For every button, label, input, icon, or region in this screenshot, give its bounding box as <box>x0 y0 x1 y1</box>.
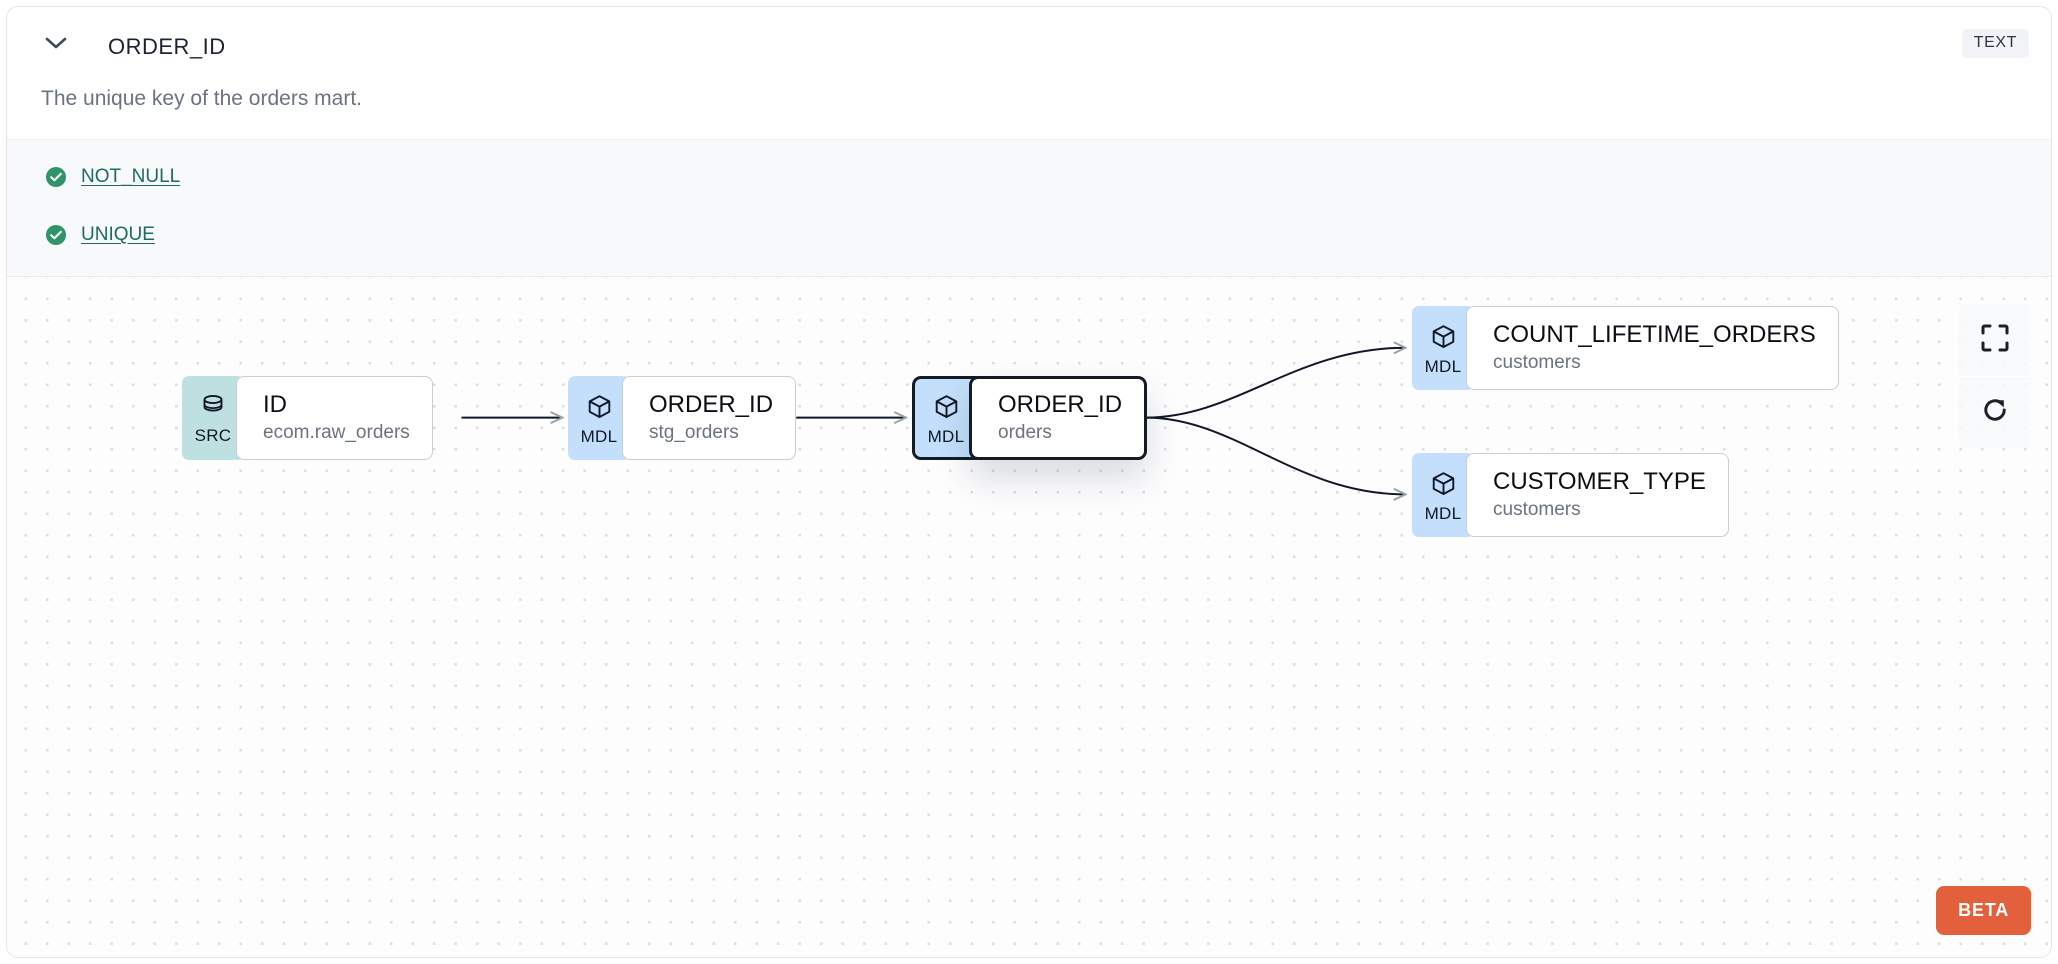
node-badge-mdl: MDL <box>1412 306 1474 390</box>
test-row: NOT_NULL <box>45 164 180 190</box>
panel-header: ORDER_ID TEXT The unique key of the orde… <box>7 7 2051 110</box>
node-name: COUNT_LIFETIME_ORDERS <box>1493 321 1816 349</box>
node-body: ORDER_ID orders <box>969 376 1148 460</box>
edge-orders-count <box>1145 348 1406 419</box>
node-body: ORDER_ID stg_orders <box>622 376 797 460</box>
data-type-badge: TEXT <box>1961 29 2029 58</box>
node-badge-src: SRC <box>182 376 244 460</box>
node-name: ORDER_ID <box>649 391 774 419</box>
node-name: ID <box>263 391 287 419</box>
node-name: CUSTOMER_TYPE <box>1493 468 1706 496</box>
lineage-node-orders[interactable]: MDL ORDER_ID orders <box>912 376 1148 460</box>
node-badge-label: MDL <box>1424 503 1462 523</box>
refresh-icon <box>1980 395 2010 430</box>
node-source: customers <box>1493 498 1581 520</box>
check-circle-icon <box>45 166 67 188</box>
test-row: UNIQUE <box>45 222 155 248</box>
node-badge-label: SRC <box>194 426 232 445</box>
test-link-not-null[interactable]: NOT_NULL <box>81 166 181 187</box>
node-source: stg_orders <box>649 421 739 443</box>
node-badge-label: MDL <box>1424 356 1462 376</box>
column-detail-panel: ORDER_ID TEXT The unique key of the orde… <box>6 6 2052 958</box>
reset-view-button[interactable] <box>1959 376 2031 448</box>
node-badge-mdl: MDL <box>1412 453 1474 537</box>
cube-icon <box>586 394 613 427</box>
node-badge-mdl: MDL <box>912 376 977 460</box>
node-body: COUNT_LIFETIME_ORDERS customers <box>1466 306 1839 390</box>
node-source: ecom.raw_orders <box>263 421 410 443</box>
lineage-node-src[interactable]: SRC ID ecom.raw_orders <box>182 376 433 460</box>
fit-view-button[interactable] <box>1959 304 2031 376</box>
cube-icon <box>1430 324 1457 357</box>
lineage-node-stg-orders[interactable]: MDL ORDER_ID stg_orders <box>568 376 797 460</box>
check-circle-icon <box>45 224 67 246</box>
node-name: ORDER_ID <box>998 391 1123 419</box>
node-body: CUSTOMER_TYPE customers <box>1466 453 1729 537</box>
node-badge-mdl: MDL <box>568 376 630 460</box>
lineage-graph-canvas[interactable]: SRC ID ecom.raw_orders MDL ORDE <box>7 278 2051 957</box>
node-body: ID ecom.raw_orders <box>236 376 433 460</box>
column-description: The unique key of the orders mart. <box>41 87 362 110</box>
node-badge-label: MDL <box>927 426 965 446</box>
page-title: ORDER_ID <box>108 34 226 59</box>
database-icon <box>200 394 226 426</box>
fullscreen-icon <box>1980 323 2010 358</box>
lineage-node-customer-type[interactable]: MDL CUSTOMER_TYPE customers <box>1412 453 1729 537</box>
node-badge-label: MDL <box>580 426 618 446</box>
cube-icon <box>933 394 960 427</box>
node-source: customers <box>1493 351 1581 373</box>
beta-badge[interactable]: BETA <box>1936 886 2031 935</box>
node-source: orders <box>998 421 1052 443</box>
chevron-down-icon[interactable] <box>45 36 67 50</box>
edge-orders-custtype <box>1145 416 1406 495</box>
tests-section: NOT_NULL UNIQUE <box>7 139 2051 277</box>
canvas-controls <box>1959 304 2031 448</box>
cube-icon <box>1430 471 1457 504</box>
test-link-unique[interactable]: UNIQUE <box>81 224 155 245</box>
lineage-node-count-lifetime-orders[interactable]: MDL COUNT_LIFETIME_ORDERS customers <box>1412 306 1839 390</box>
